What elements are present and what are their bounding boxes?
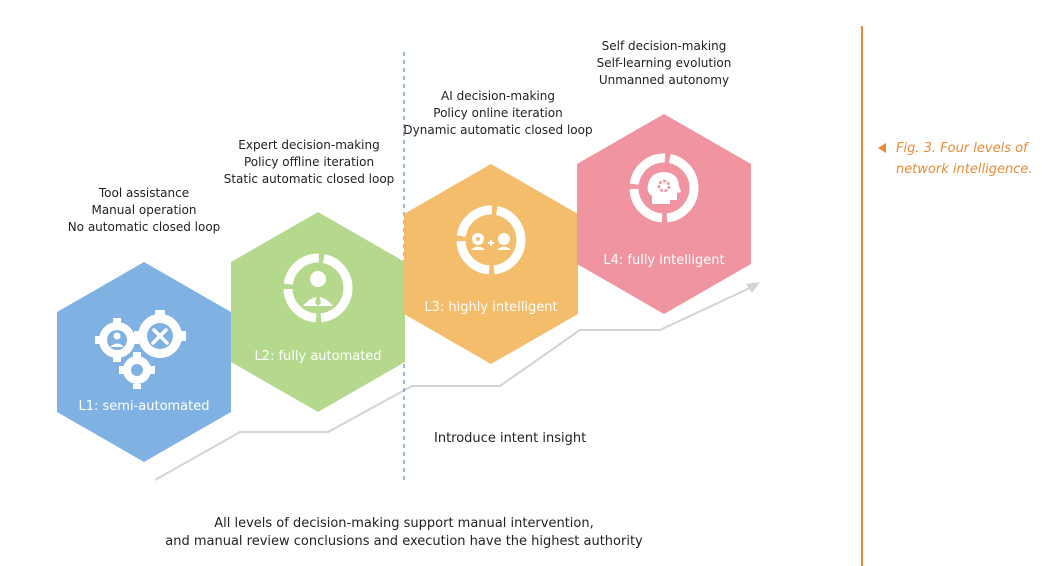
description-line: Tool assistance xyxy=(98,186,190,200)
description-line: Self decision-making xyxy=(601,39,727,53)
level-label-l2: L2: fully automated xyxy=(254,349,381,364)
figure-caption: Fig. 3. Four levels of network intellige… xyxy=(878,138,1033,180)
description-line: Static automatic closed loop xyxy=(223,172,395,186)
footer-note: All levels of decision-making support ma… xyxy=(165,515,643,551)
caption-arrow-icon xyxy=(878,143,886,153)
progress-arrow-path xyxy=(154,286,753,481)
progress-arrow-head xyxy=(746,282,760,293)
footer-line: and manual review conclusions and execut… xyxy=(165,534,643,549)
expert-user-icon xyxy=(283,253,353,323)
level-description-l3: AI decision-making Policy online iterati… xyxy=(403,88,592,139)
brain-gear-head-icon xyxy=(629,153,699,223)
hexagon-shape-l4 xyxy=(577,114,751,314)
description-line: Policy offline iteration xyxy=(243,155,375,169)
level-hexagon-l3 xyxy=(404,164,578,364)
intent-insight-note: Introduce intent insight xyxy=(434,431,587,446)
description-line: Unmanned autonomy xyxy=(598,73,730,87)
description-line: Manual operation xyxy=(91,203,197,217)
level-description-l2: Expert decision-making Policy offline it… xyxy=(224,137,395,188)
description-line: Dynamic automatic closed loop xyxy=(403,123,593,137)
description-line: No automatic closed loop xyxy=(67,220,221,234)
description-line: Expert decision-making xyxy=(238,138,380,152)
level-hexagon-l1 xyxy=(57,262,231,462)
caption-line: Fig. 3. Four levels of xyxy=(896,141,1028,156)
level-label-l4: L4: fully intelligent xyxy=(603,253,724,268)
description-line: Self-learning evolution xyxy=(596,56,732,70)
gears-user-icon xyxy=(95,310,186,389)
footer-line: All levels of decision-making support ma… xyxy=(214,516,594,531)
ai-plus-human-icon xyxy=(456,205,526,275)
level-label-l3: L3: highly intelligent xyxy=(424,300,557,315)
level-hexagon-l2 xyxy=(231,212,405,412)
description-line: Policy online iteration xyxy=(433,106,563,120)
level-description-l1: Tool assistance Manual operation No auto… xyxy=(68,185,221,236)
level-hexagon-l4 xyxy=(577,114,751,314)
hexagon-shape-l3 xyxy=(404,164,578,364)
level-label-l1: L1: semi-automated xyxy=(79,399,210,414)
description-line: AI decision-making xyxy=(441,89,555,103)
caption-line: network intelligence. xyxy=(896,162,1033,177)
hexagon-shape-l2 xyxy=(231,212,405,412)
level-description-l4: Self decision-making Self-learning evolu… xyxy=(597,38,732,89)
